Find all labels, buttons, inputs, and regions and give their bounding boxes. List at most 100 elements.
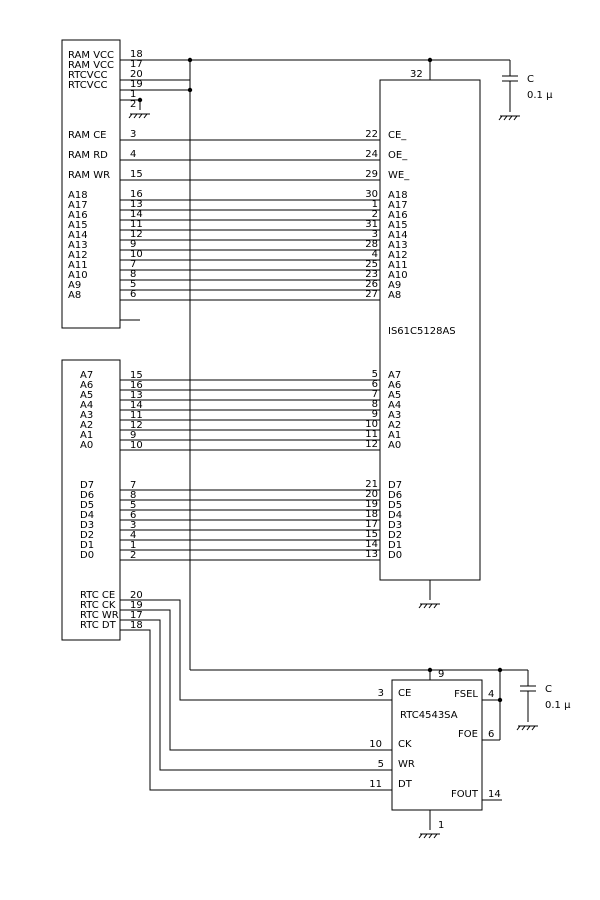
- ram-pin-number: 3: [372, 229, 378, 240]
- conn-top-pin-number: 9: [130, 239, 136, 250]
- ram-pin-number: 15: [365, 529, 378, 540]
- conn-bottom-signal-label: A3: [80, 410, 93, 421]
- rtc-pin-name: FSEL: [454, 689, 478, 700]
- conn-top-pin-number: 1: [130, 89, 136, 100]
- conn-bottom-signal-label: A7: [80, 370, 93, 381]
- ram-pin-name: A9: [388, 280, 401, 291]
- rtc-pin-number: 11: [369, 779, 382, 790]
- rtc-ce-wire: [120, 599, 392, 701]
- rtc-pin-name: DT: [398, 779, 413, 790]
- conn-bottom-pin-number: 14: [130, 400, 143, 411]
- conn-bottom-pin-number: 18: [130, 620, 143, 631]
- ram-pin-name: WE_: [388, 170, 410, 181]
- conn-top-pin-number: 17: [130, 59, 143, 70]
- conn-bottom-pin-number: 5: [130, 500, 136, 511]
- conn-bottom-pin-number: 7: [130, 480, 136, 491]
- rtc-vdd-pin: 9: [438, 669, 444, 680]
- cap1-value: 0.1 μ: [527, 90, 553, 101]
- ram-pin-name: A6: [388, 380, 401, 391]
- rtc-pin-number: 5: [378, 759, 384, 770]
- conn-top-signal-label: A14: [68, 230, 88, 241]
- ram-pin-number: 7: [372, 389, 378, 400]
- ram-pin-name: D5: [388, 500, 402, 511]
- rtc-gnd-pin: 1: [438, 820, 444, 831]
- conn-bottom-pin-number: 12: [130, 420, 143, 431]
- ram-pin-number: 2: [372, 209, 378, 220]
- ram-pin-name: D4: [388, 510, 402, 521]
- ram-vcc-pin: 32: [410, 69, 423, 80]
- conn-bottom-signal-label: D5: [80, 500, 94, 511]
- conn-top-pin-number: 8: [130, 269, 136, 280]
- ram-pin-name: A10: [388, 270, 408, 281]
- conn-bottom-pin-number: 4: [130, 530, 136, 541]
- conn-bottom-signal-label: A2: [80, 420, 93, 431]
- conn-bottom-pin-number: 9: [130, 430, 136, 441]
- conn-top-signal-label: RAM VCC: [68, 50, 114, 61]
- conn-top-pin-number: 15: [130, 169, 143, 180]
- ram-pin-number: 9: [372, 409, 378, 420]
- ram-pin-name: CE_: [388, 130, 407, 141]
- ram-pin-number: 14: [365, 539, 378, 550]
- ram-pin-number: 11: [365, 429, 378, 440]
- ram-pin-number: 21: [365, 479, 378, 490]
- conn-bottom-signal-label: D4: [80, 510, 94, 521]
- ram-pin-name: A14: [388, 230, 408, 241]
- conn-bottom-signal-label: D1: [80, 540, 94, 551]
- ground-symbol: [498, 115, 520, 121]
- ram-pin-name: A1: [388, 430, 401, 441]
- ram-pin-name: A7: [388, 370, 401, 381]
- junction-dot: [427, 667, 433, 673]
- ram-pin-name: D6: [388, 490, 402, 501]
- conn-top-signal-label: A17: [68, 200, 88, 211]
- ram-pin-number: 25: [365, 259, 378, 270]
- ram-pin-number: 6: [372, 379, 378, 390]
- ram-pin-name: A15: [388, 220, 408, 231]
- ram-pin-number: 30: [365, 189, 378, 200]
- conn-bottom-signal-label: D6: [80, 490, 94, 501]
- conn-bottom-pin-number: 10: [130, 440, 143, 451]
- ground-symbols: [128, 113, 538, 839]
- junction-dot: [427, 57, 433, 63]
- conn-top-pin-number: 13: [130, 199, 143, 210]
- ram-pin-number: 24: [365, 149, 378, 160]
- conn-top-signal-label: RTCVCC: [68, 80, 108, 91]
- conn-bottom-pin-number: 19: [130, 600, 143, 611]
- conn-top-pin-number: 20: [130, 69, 143, 80]
- conn-bottom-signal-label: RTC WR: [80, 610, 119, 621]
- conn-bottom-signal-label: A1: [80, 430, 93, 441]
- rtc-dt-wire: [120, 629, 392, 791]
- ram-pin-number: 18: [365, 509, 378, 520]
- ram-pin-number: 10: [365, 419, 378, 430]
- rtc-pin-name: CE: [398, 688, 411, 699]
- rtc-wr-wire: [120, 619, 392, 771]
- conn-top-pin-number: 6: [130, 289, 136, 300]
- ram-pin-number: 17: [365, 519, 378, 530]
- conn-bottom-pin-number: 8: [130, 490, 136, 501]
- ram-pin-number: 23: [365, 269, 378, 280]
- ground-symbol: [418, 833, 440, 839]
- ram-pin-name: OE_: [388, 150, 408, 161]
- ram-pin-number: 27: [365, 289, 378, 300]
- capacitor-symbol: [520, 670, 536, 722]
- ram-pin-number: 5: [372, 369, 378, 380]
- ram-pin-number: 29: [365, 169, 378, 180]
- ram-pin-number: 13: [365, 549, 378, 560]
- ram-pin-name: A16: [388, 210, 408, 221]
- conn-top-pin-number: 19: [130, 79, 143, 90]
- ram-pin-number: 26: [365, 279, 378, 290]
- ram-pin-name: A8: [388, 290, 401, 301]
- rtc-pin-name: FOUT: [451, 789, 479, 800]
- ram-pin-name: A4: [388, 400, 401, 411]
- junction-dot: [187, 87, 193, 93]
- ram-pin-name: A17: [388, 200, 408, 211]
- ram-pin-name: D3: [388, 520, 402, 531]
- conn-bottom-signal-label: RTC CK: [80, 600, 116, 611]
- conn-top-pin-number: 7: [130, 259, 136, 270]
- wires: [119, 54, 528, 830]
- conn-top-pin-number: 2: [130, 99, 136, 110]
- conn-top-signal-label: A11: [68, 260, 88, 271]
- junction-dot: [137, 97, 143, 103]
- cap2-ref: C: [545, 684, 552, 695]
